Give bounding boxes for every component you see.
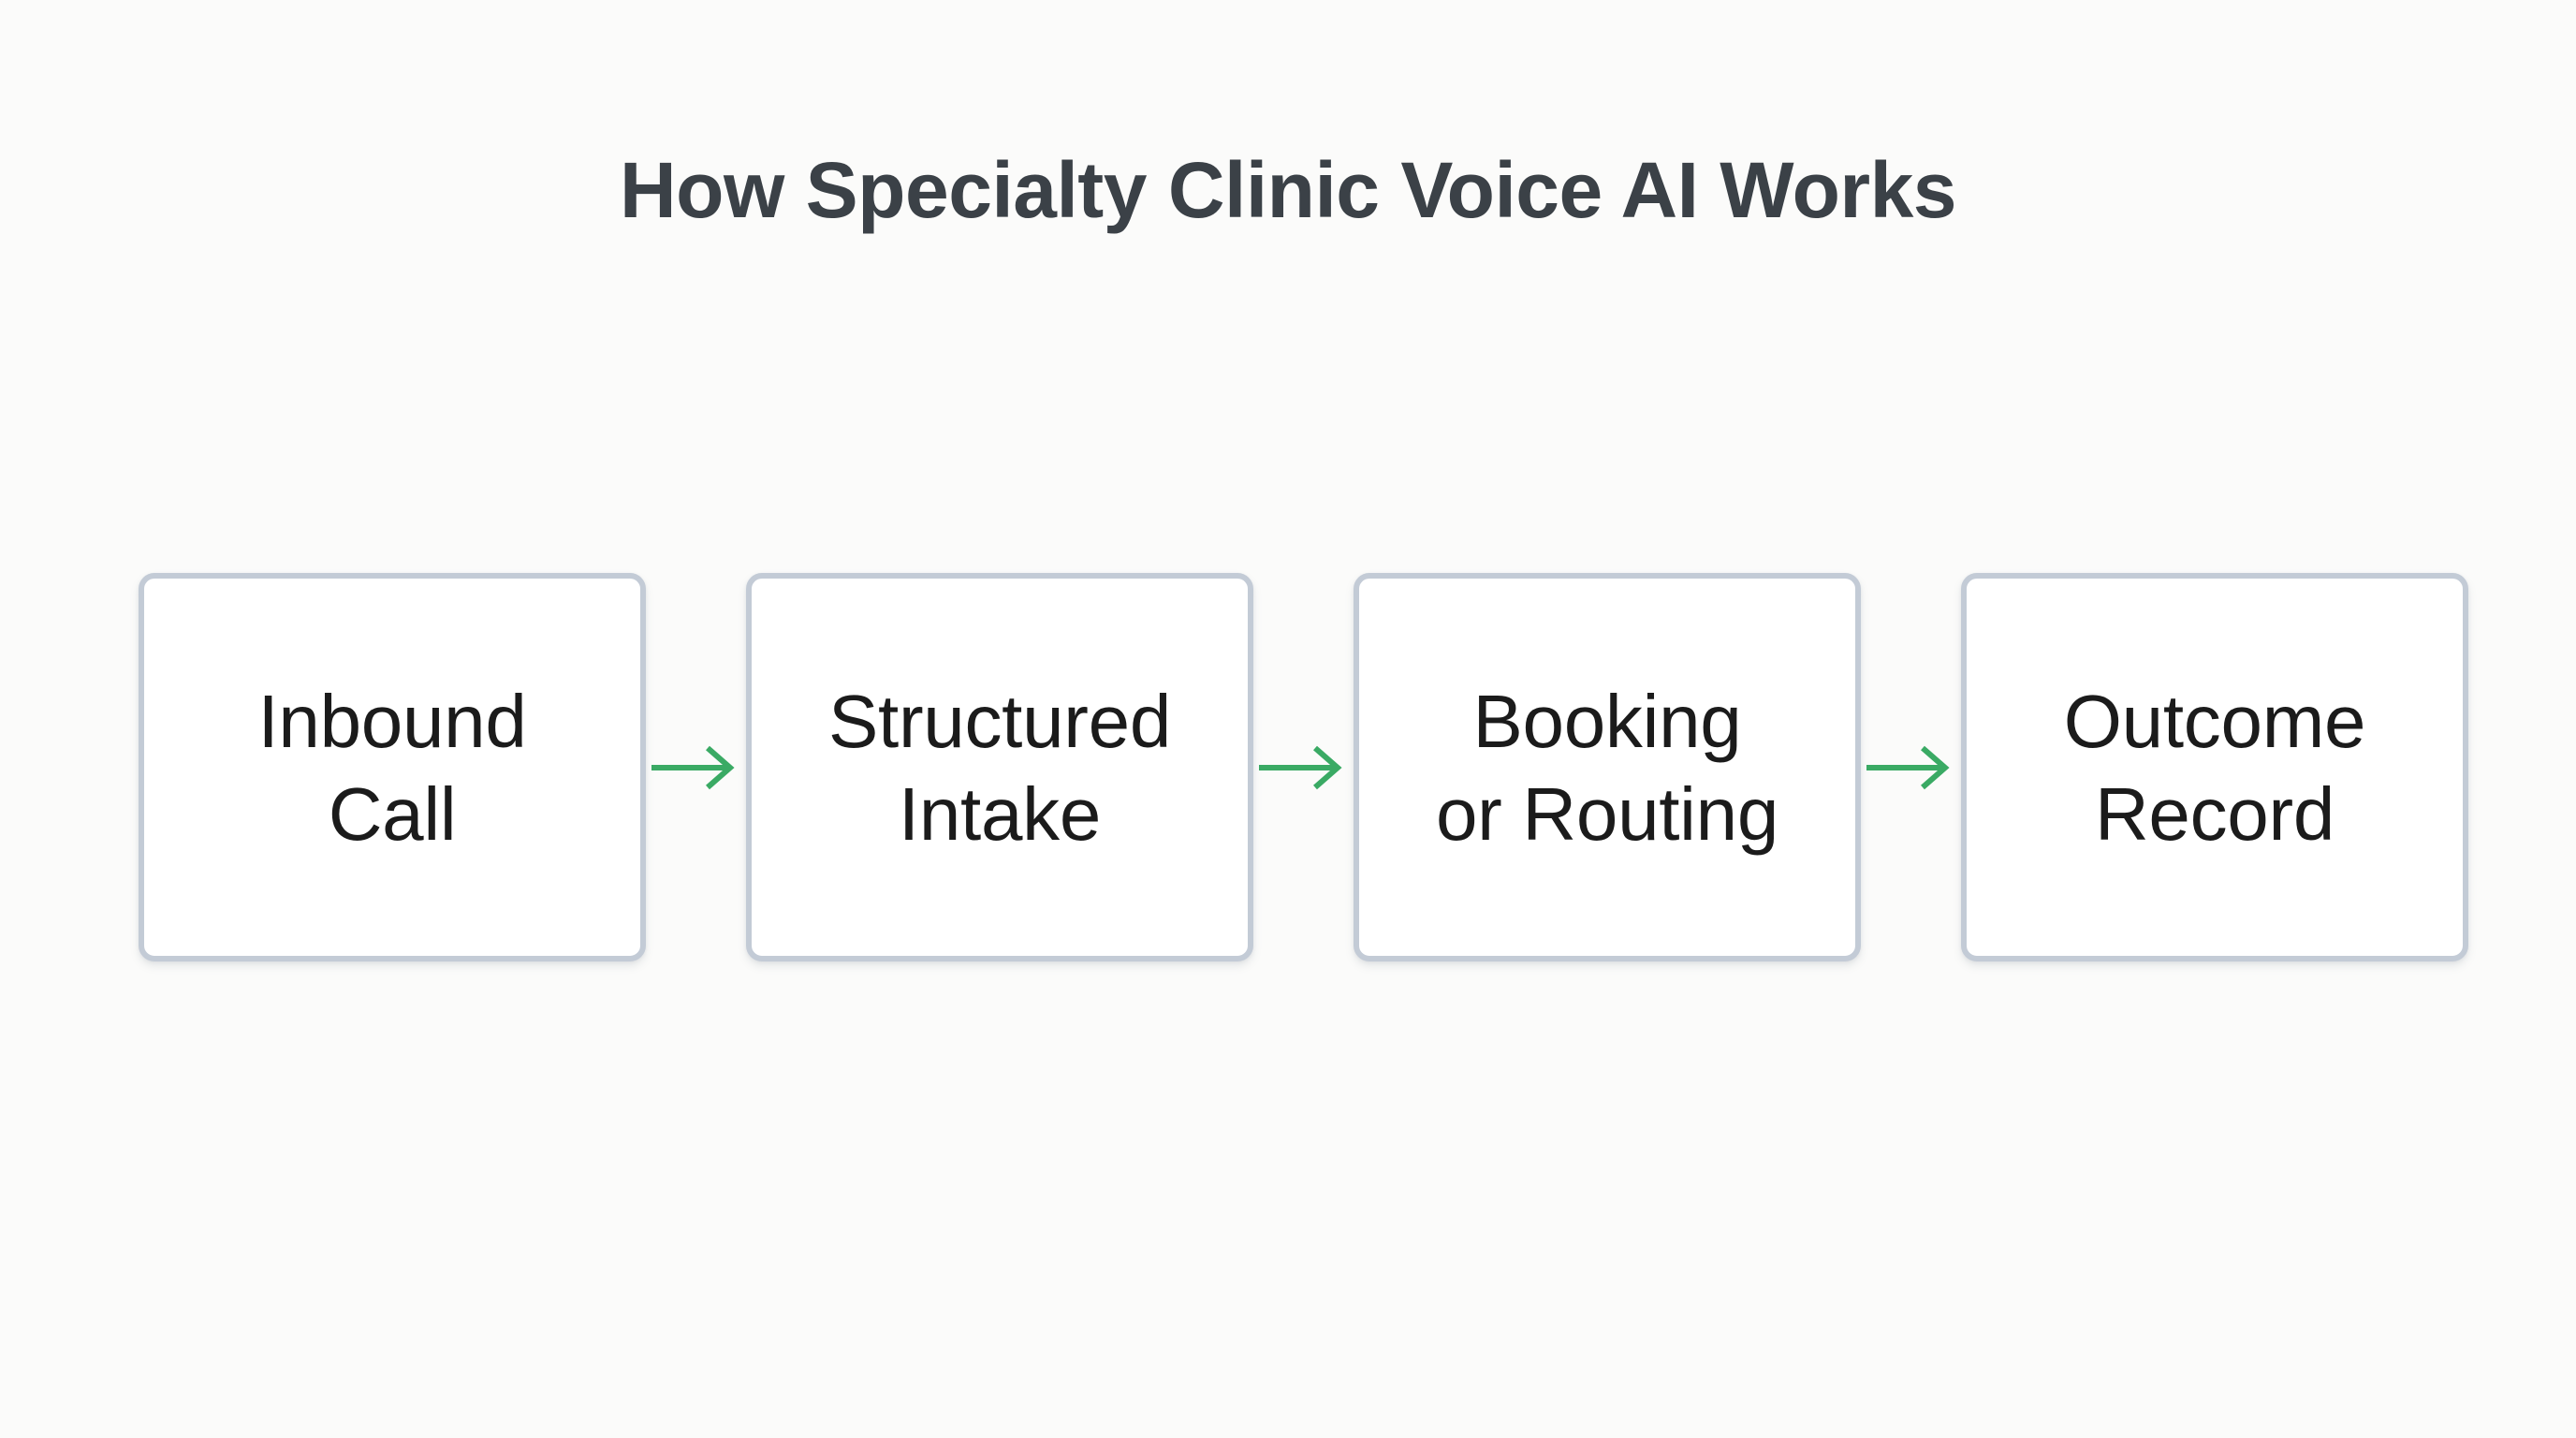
flow-node-outcome-record[interactable]: Outcome Record — [1961, 573, 2468, 961]
arrow-right-icon — [1253, 573, 1354, 961]
flow-node-booking-or-routing[interactable]: Booking or Routing — [1354, 573, 1861, 961]
flow-node-structured-intake[interactable]: Structured Intake — [746, 573, 1253, 961]
page-title: How Specialty Clinic Voice AI Works — [619, 146, 1957, 234]
arrow-right-icon — [1861, 573, 1961, 961]
flow-node-label: Inbound Call — [257, 679, 527, 856]
flow-diagram: Inbound Call Structured Intake Booking o… — [139, 573, 2468, 961]
flow-node-inbound-call[interactable]: Inbound Call — [139, 573, 646, 961]
flow-node-label: Booking or Routing — [1435, 679, 1779, 856]
flow-node-label: Structured Intake — [827, 679, 1172, 856]
arrow-right-icon — [646, 573, 746, 961]
flow-node-label: Outcome Record — [2063, 679, 2366, 856]
